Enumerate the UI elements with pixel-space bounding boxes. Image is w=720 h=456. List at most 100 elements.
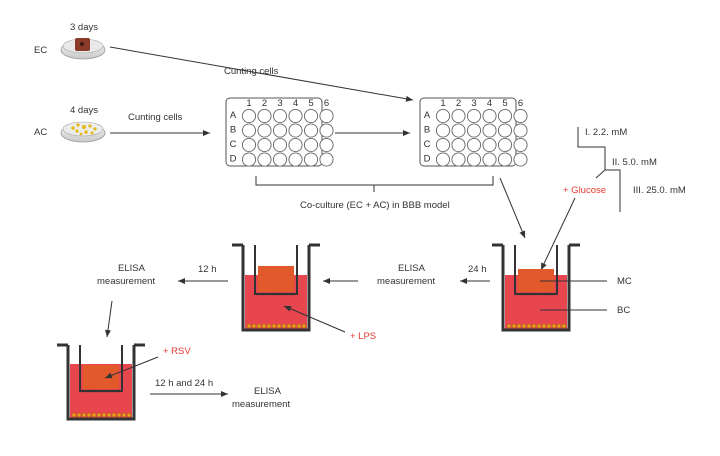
plate-row-label: D — [424, 154, 431, 165]
concentration-bracket — [577, 127, 621, 212]
mc-label: MC — [617, 276, 632, 287]
elisa-3-line2: measurement — [232, 399, 290, 410]
plate-column-label: 4 — [487, 98, 492, 109]
glucose-label: + Glucose — [563, 185, 606, 196]
conc-2-label: II. 5.0. mM — [612, 157, 657, 168]
arrow-lps — [283, 305, 346, 333]
plate-well — [513, 137, 528, 153]
arrow-ec-to-plate2 — [109, 46, 414, 102]
ec-days-label: 3 days — [70, 22, 98, 33]
plate-well — [435, 152, 451, 167]
plate-well — [466, 123, 482, 138]
mc-medium — [518, 269, 554, 292]
plate-well — [241, 137, 257, 153]
arrow-to-rsv-well — [104, 300, 113, 338]
cunting-top-label: Cunting cells — [224, 66, 279, 77]
elisa-2-line2: measurement — [377, 276, 435, 287]
plate-column-label: 5 — [308, 98, 313, 109]
plate-well — [497, 123, 513, 138]
plate-well — [319, 108, 334, 124]
plate-row-label: D — [230, 154, 237, 165]
plate-column-label: 5 — [502, 98, 507, 109]
plate-column-label: 6 — [324, 98, 329, 109]
plate-column-label: 6 — [518, 98, 523, 109]
plate-well — [435, 137, 451, 153]
plate-well — [466, 137, 482, 153]
lps-label: + LPS — [350, 331, 376, 342]
coculture-bracket — [255, 176, 494, 186]
plate-well — [435, 123, 451, 138]
ac-dish — [60, 121, 106, 143]
plate-well — [257, 108, 272, 124]
plate-well — [513, 123, 528, 138]
plate-well — [319, 123, 334, 138]
bottom-cells — [506, 323, 567, 329]
t24-label: 24 h — [468, 264, 487, 275]
plate-well — [319, 137, 334, 153]
plate-well — [303, 108, 319, 124]
plate-well — [272, 108, 288, 124]
ec-label: EC — [34, 45, 47, 56]
plate-well — [482, 123, 497, 138]
cunting-mid-label: Cunting cells — [128, 112, 183, 123]
elisa-1-line1: ELISA — [118, 263, 146, 274]
elisa-1-line2: measurement — [97, 276, 155, 287]
plate-well — [451, 123, 466, 138]
plate-well — [466, 152, 482, 167]
plate-well — [497, 137, 513, 153]
plate-well — [241, 123, 257, 138]
t12-24-label: 12 h and 24 h — [155, 378, 213, 389]
ac-label: AC — [34, 127, 47, 138]
plate-column-label: 3 — [471, 98, 476, 109]
plate-well — [288, 108, 303, 124]
plate-row-label: B — [424, 125, 430, 136]
plate-well — [451, 137, 466, 153]
plate-well — [319, 152, 334, 167]
plate-column-label: 3 — [277, 98, 282, 109]
plate-well — [288, 137, 303, 153]
bc-label: BC — [617, 305, 630, 316]
plate-well — [288, 152, 303, 167]
plate-well — [451, 152, 466, 167]
elisa-3-line1: ELISA — [254, 386, 282, 397]
plate-well — [241, 152, 257, 167]
t12-label: 12 h — [198, 264, 217, 275]
transwell-rsv — [57, 343, 145, 421]
plate-well — [303, 137, 319, 153]
plate-column-label: 1 — [440, 98, 445, 109]
transwell-glucose — [492, 243, 580, 332]
elisa-2-line1: ELISA — [398, 263, 426, 274]
plate-well — [257, 152, 272, 167]
plate-column-label: 2 — [456, 98, 461, 109]
arrow-rsv — [104, 356, 159, 379]
ec-dish — [60, 38, 106, 60]
plate-well — [497, 108, 513, 124]
arrow-plate2-to-insert — [499, 177, 526, 239]
plate-well — [466, 108, 482, 124]
plate-well — [241, 108, 257, 124]
transwell-lps — [232, 243, 320, 332]
plate-well — [272, 123, 288, 138]
plate-well — [513, 108, 528, 124]
plate-well — [482, 152, 497, 167]
coculture-label: Co-culture (EC + AC) in BBB model — [300, 200, 450, 211]
plate-well — [303, 123, 319, 138]
plate-well — [272, 137, 288, 153]
plate-column-label: 2 — [262, 98, 267, 109]
arrow-glucose — [540, 197, 576, 271]
plate-well — [482, 137, 497, 153]
conc-3-label: III. 25.0. mM — [633, 185, 686, 196]
plate-well — [435, 108, 451, 124]
plate-well — [482, 108, 497, 124]
plate-well — [288, 123, 303, 138]
plate-row-label: A — [230, 110, 237, 121]
plate-well — [451, 108, 466, 124]
plate-well — [272, 152, 288, 167]
plate-row-label: C — [230, 139, 237, 150]
ac-cells — [71, 123, 97, 136]
plate-row-label: B — [230, 125, 236, 136]
